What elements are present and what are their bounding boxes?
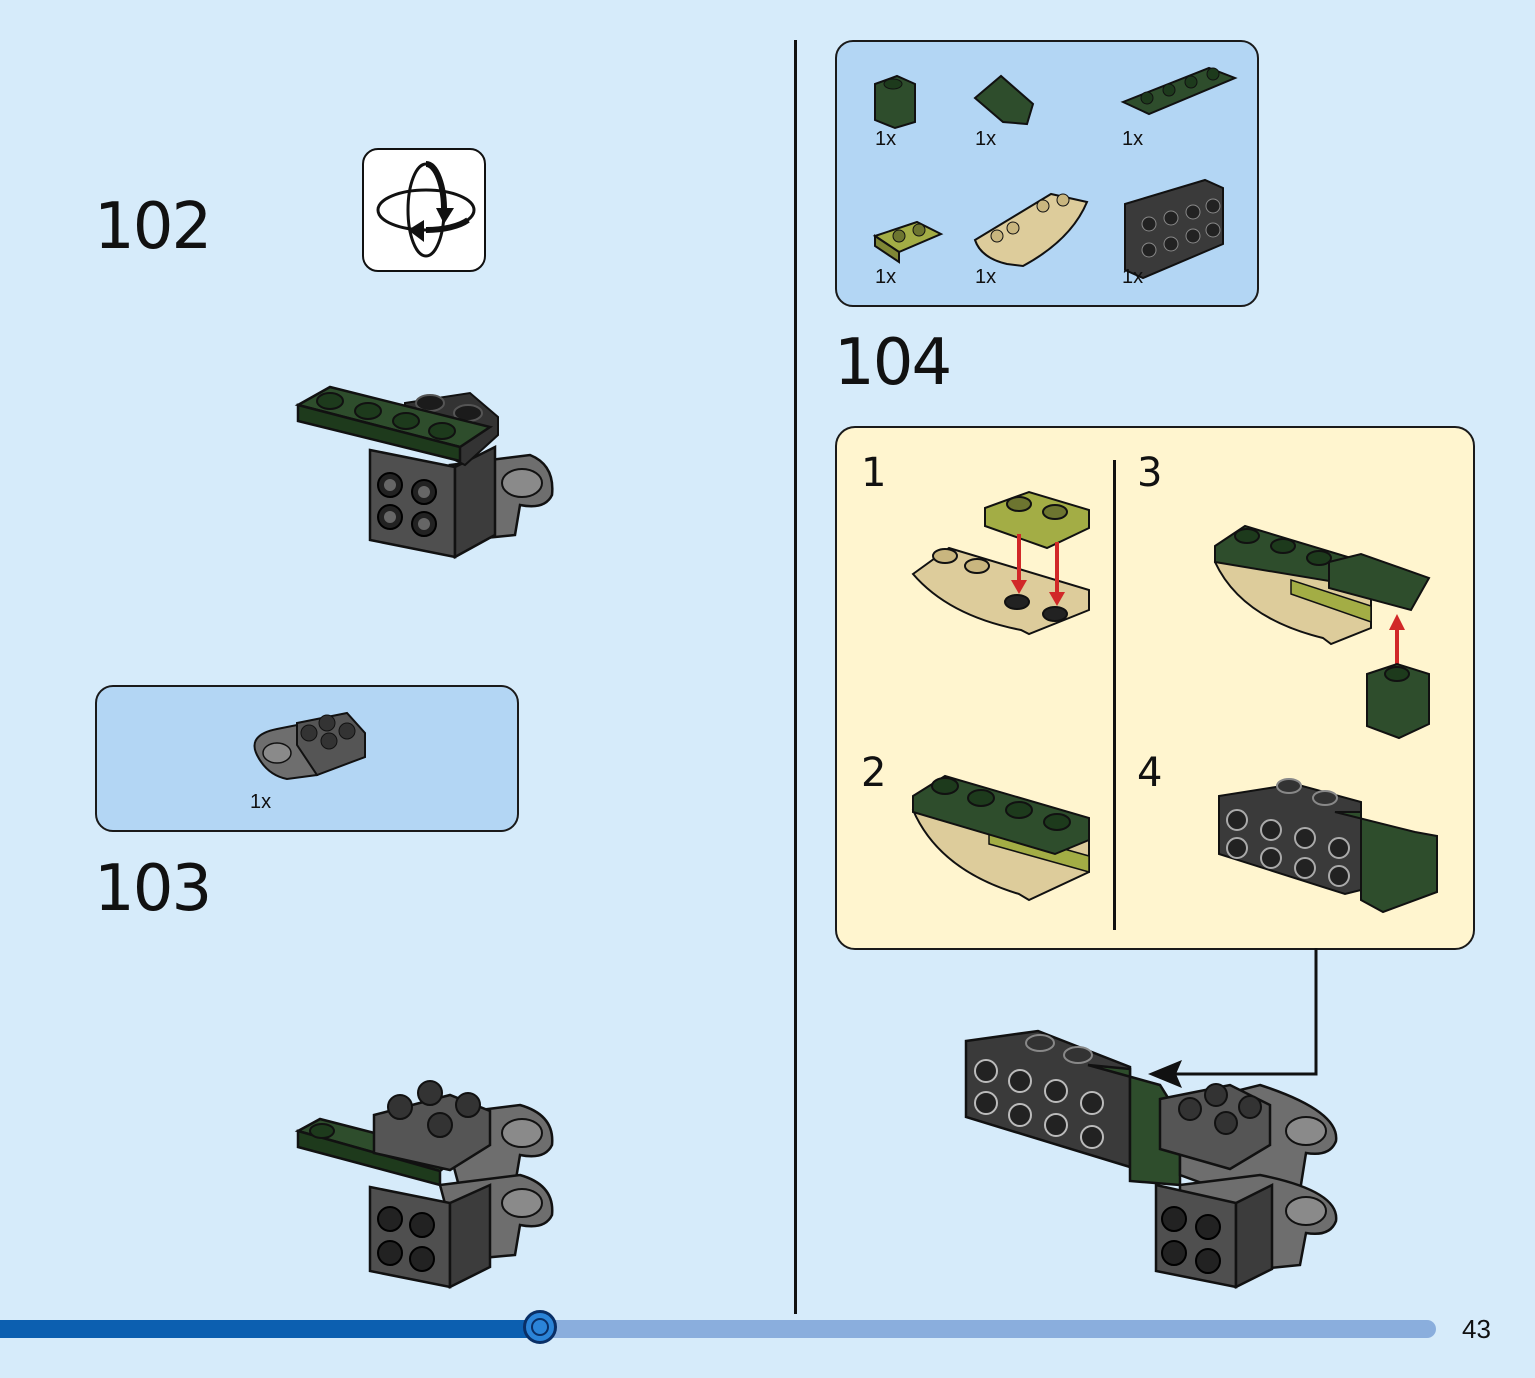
step-102-model-image	[294, 385, 554, 560]
olive-plate-part	[872, 220, 944, 264]
step-number-103: 103	[94, 852, 212, 926]
part-qty: 1x	[875, 266, 897, 288]
part-qty: 1x	[250, 791, 272, 813]
substep-number-2: 2	[861, 750, 887, 796]
substep-3-image	[1213, 524, 1431, 740]
substep-callout-104: 1 3 2 4	[835, 426, 1475, 950]
step-104-model-image	[964, 1029, 1338, 1290]
substep-2-image	[911, 774, 1090, 902]
dark-green-brick-part	[874, 74, 916, 130]
dark-green-slope-part	[973, 74, 1035, 126]
rotate-model-icon	[376, 160, 476, 258]
rotate-model-box	[362, 148, 486, 272]
black-bracket-plate-part	[1124, 178, 1224, 280]
parts-callout-103: 1x	[95, 685, 519, 832]
substep-number-4: 4	[1137, 750, 1163, 796]
substep-divider	[1113, 460, 1116, 930]
tan-inverted-slope-part	[973, 192, 1089, 268]
dark-green-plate-part	[1120, 66, 1238, 116]
step-number-102: 102	[94, 190, 212, 264]
grey-socket-brick-part	[253, 711, 366, 781]
page-divider	[794, 40, 797, 1314]
callout-arrow-icon	[1148, 948, 1318, 1088]
substep-1-image	[911, 490, 1090, 636]
part-qty: 1x	[1122, 266, 1144, 288]
progress-fill	[0, 1320, 540, 1338]
part-qty: 1x	[1122, 128, 1144, 150]
substep-number-3: 3	[1137, 450, 1163, 496]
substep-4-image	[1218, 778, 1438, 914]
part-qty: 1x	[975, 266, 997, 288]
part-qty: 1x	[875, 128, 897, 150]
page-number: 43	[1462, 1314, 1491, 1344]
step-103-model-image	[294, 1080, 554, 1290]
progress-knob	[523, 1310, 557, 1344]
parts-callout-104: 1x 1x 1x 1x 1x 1x	[835, 40, 1259, 307]
part-qty: 1x	[975, 128, 997, 150]
substep-number-1: 1	[861, 450, 887, 496]
step-number-104: 104	[834, 326, 952, 400]
